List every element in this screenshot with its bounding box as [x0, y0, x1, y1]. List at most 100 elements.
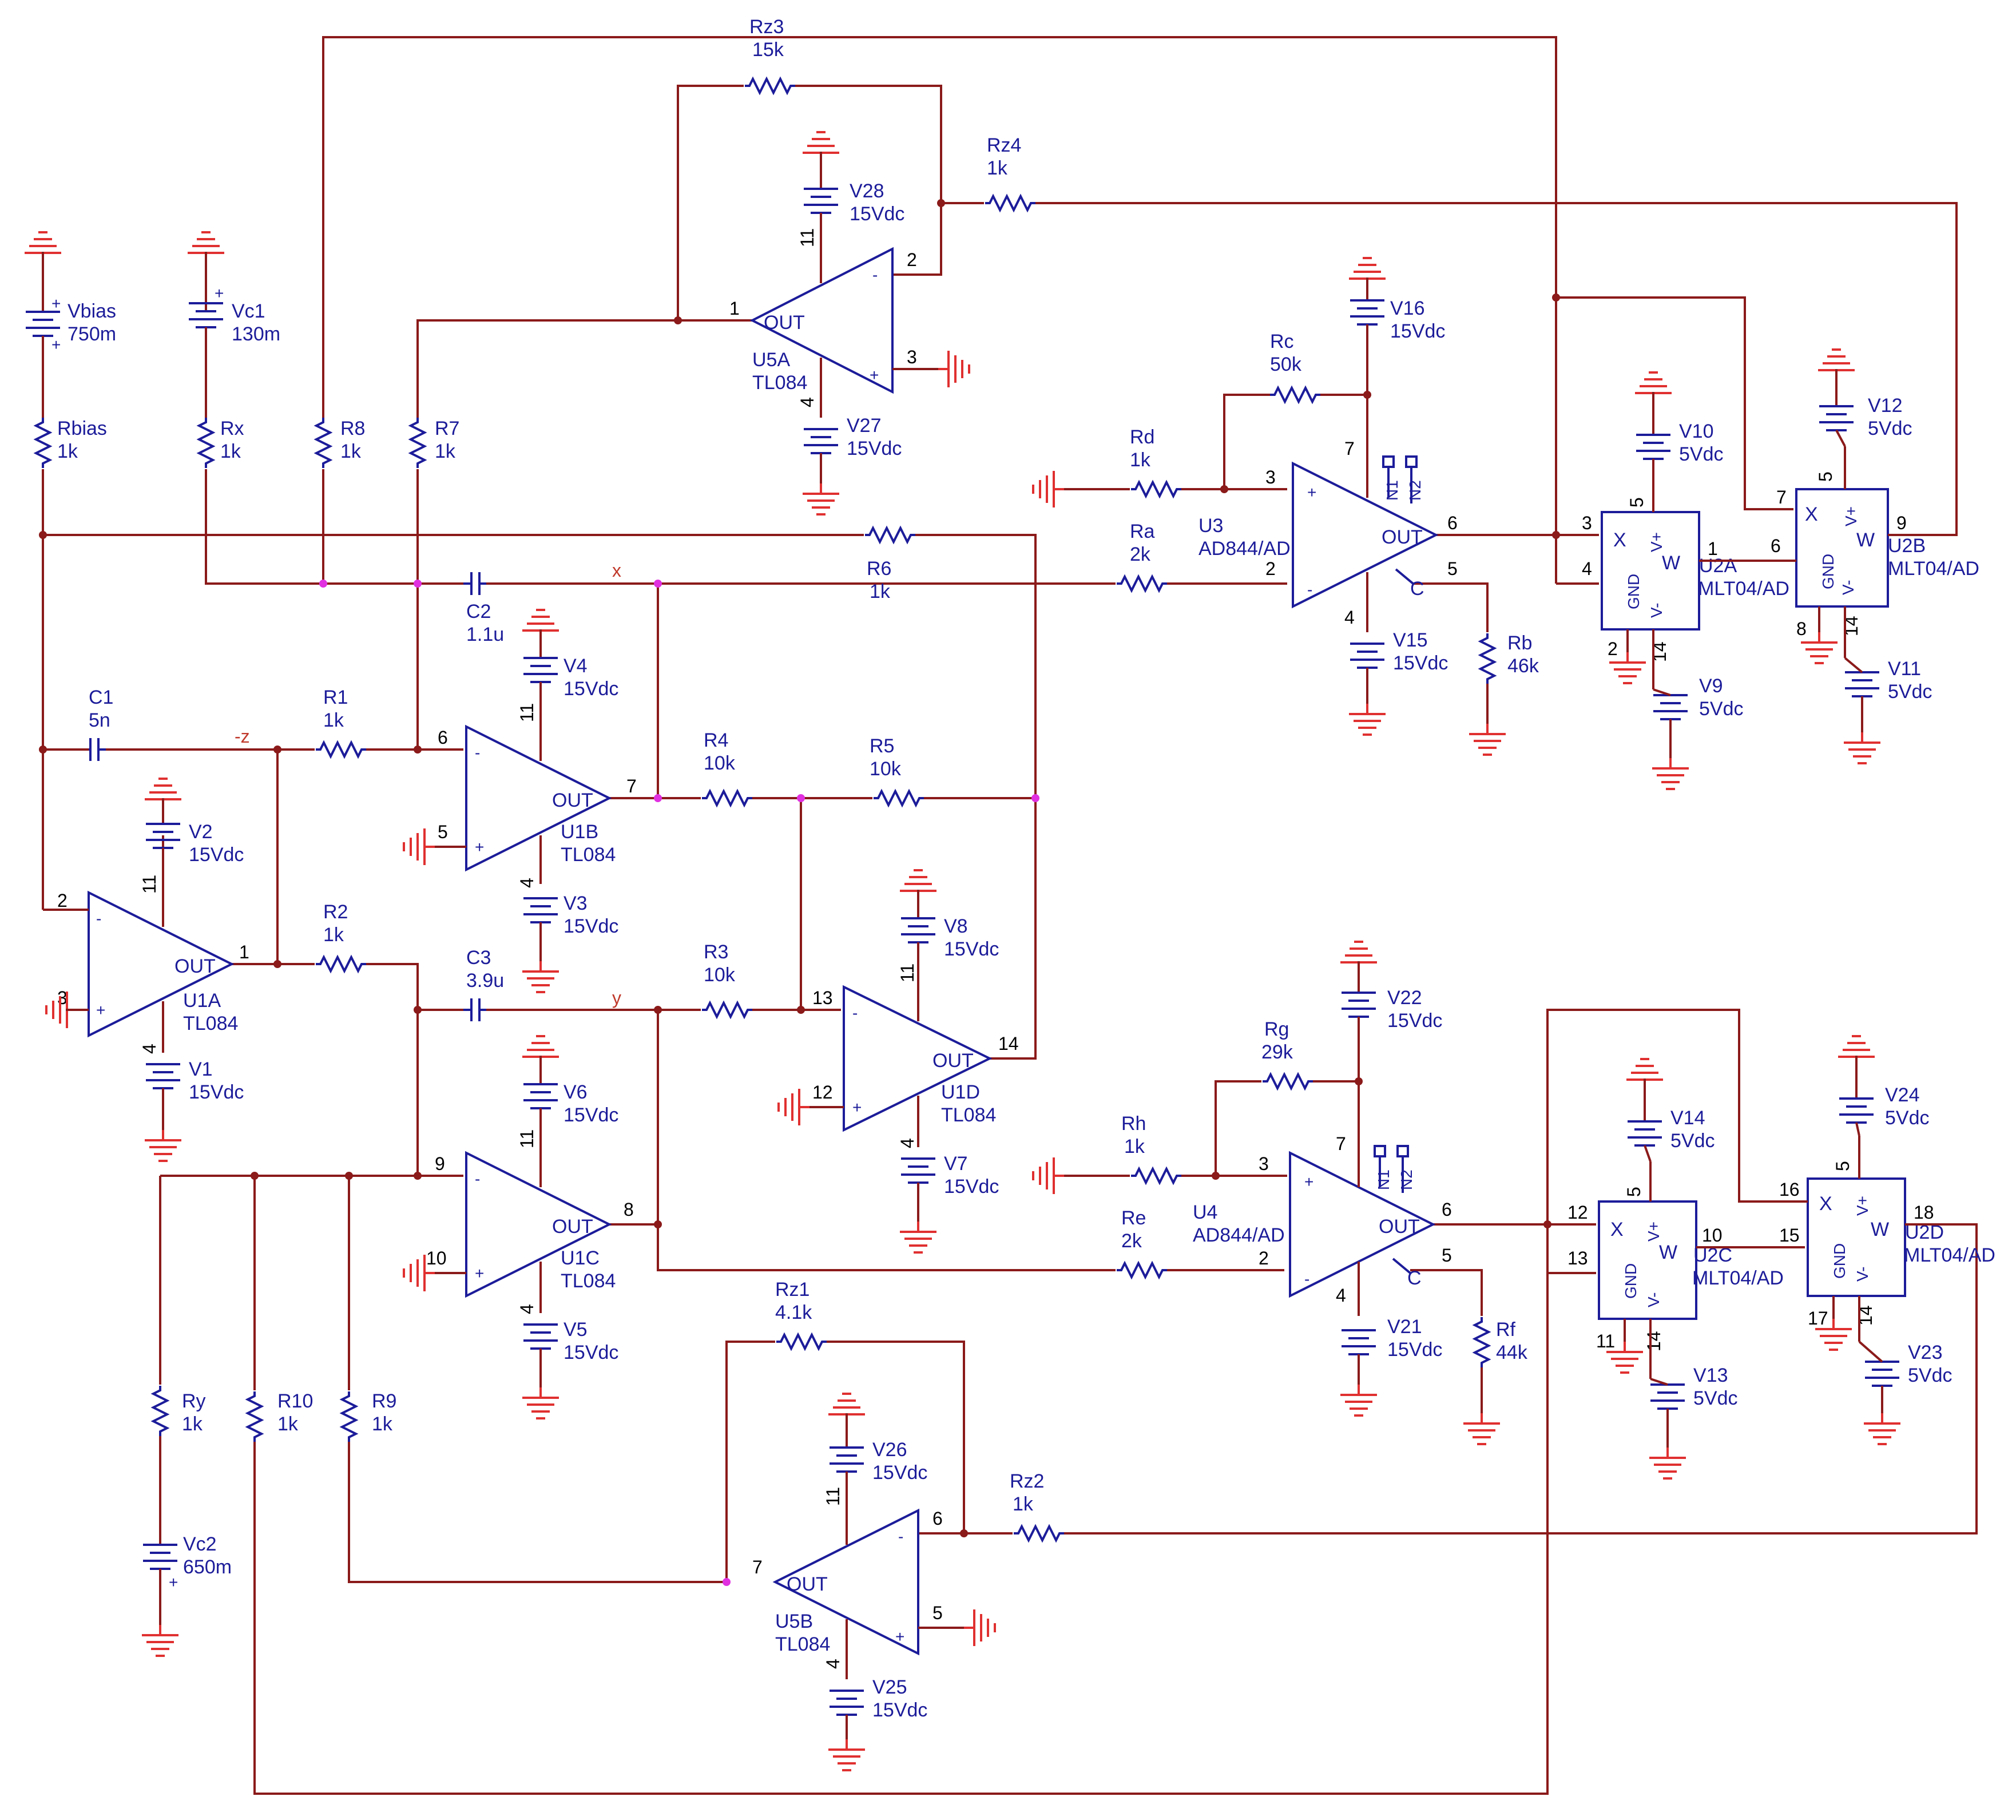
source-v13[interactable]: V13 5Vdc: [1648, 1365, 1738, 1480]
source-vc2[interactable]: + Vc2 650m: [141, 1533, 232, 1657]
resistor-r4[interactable]: R4 10k: [701, 729, 753, 806]
resistor-ry[interactable]: Ry 1k: [152, 1385, 206, 1437]
source-v7[interactable]: V7 15Vdc: [899, 1153, 999, 1254]
resistor-rb[interactable]: Rb 46k: [1479, 632, 1539, 685]
source-v16[interactable]: V16 15Vdc: [1348, 257, 1445, 395]
resistor-r8-value: 1k: [340, 441, 362, 462]
source-v24[interactable]: V24 5Vdc: [1837, 1035, 1930, 1136]
source-v23-value: 5Vdc: [1908, 1365, 1952, 1386]
resistor-r5[interactable]: R5 10k: [870, 735, 925, 806]
resistor-r7-value: 1k: [435, 441, 456, 462]
svg-text:-: -: [475, 1170, 480, 1188]
resistor-r2[interactable]: R2 1k: [315, 901, 367, 972]
svg-text:+: +: [96, 1001, 105, 1019]
svg-text:18: 18: [1914, 1202, 1934, 1223]
resistor-rd[interactable]: Rd 1k: [1130, 426, 1182, 497]
source-vc1[interactable]: + Vc1 130m: [186, 231, 280, 418]
svg-text:X: X: [1613, 529, 1626, 551]
resistor-r9[interactable]: R9 1k: [341, 1390, 396, 1443]
capacitor-c2[interactable]: C2 1.1u: [463, 572, 504, 645]
source-v8-value: 15Vdc: [944, 938, 999, 960]
source-v27[interactable]: V27 15Vdc: [801, 415, 902, 516]
source-v1[interactable]: V1 15Vdc: [144, 1058, 244, 1162]
resistor-r2-name: R2: [323, 901, 348, 923]
svg-text:W: W: [1871, 1219, 1889, 1240]
source-v26[interactable]: V26 15Vdc: [827, 1393, 927, 1484]
opamp-u1c-out: OUT: [552, 1216, 593, 1238]
source-v6-name: V6: [563, 1081, 588, 1103]
source-v14[interactable]: V14 5Vdc: [1625, 1058, 1715, 1162]
multiplier-u2c[interactable]: X W V+ V- GND U2C MLT04/AD 12 13 10 5 14…: [1567, 1161, 1784, 1379]
capacitor-c1[interactable]: C1 5n: [89, 687, 113, 761]
capacitor-c3-name: C3: [466, 947, 491, 969]
source-v23[interactable]: V23 5Vdc: [1858, 1341, 1952, 1445]
source-v10[interactable]: V10 5Vdc: [1634, 371, 1724, 469]
opamp-u4[interactable]: + - OUT C U4 AD844/AD 3 2 6 5 7 4 N1 N2: [1032, 1133, 1501, 1445]
resistor-r5-value: 10k: [870, 758, 902, 780]
source-v11[interactable]: V11 5Vdc: [1843, 657, 1932, 764]
source-v28[interactable]: V28 15Vdc: [801, 131, 904, 225]
source-v5[interactable]: V5 15Vdc: [521, 1319, 618, 1419]
opamp-u1d[interactable]: - + OUT U1D TL084 13 12 14 11 4: [777, 953, 1019, 1148]
svg-text:+: +: [51, 295, 61, 312]
resistor-r8[interactable]: R8 1k: [315, 417, 365, 469]
opamp-u1a[interactable]: - + OUT U1A TL084 2 3 1 11 4: [45, 835, 249, 1054]
source-v9[interactable]: V9 5Vdc: [1651, 675, 1744, 790]
svg-text:7: 7: [1344, 438, 1355, 459]
source-v3[interactable]: V3 15Vdc: [521, 893, 618, 993]
source-v1-value: 15Vdc: [189, 1081, 244, 1103]
opamp-u1c[interactable]: - + OUT U1C TL084 9 10 8 11 4: [403, 1119, 634, 1314]
svg-text:4: 4: [517, 1304, 537, 1314]
source-v22[interactable]: V22 15Vdc: [1339, 941, 1442, 1081]
source-v15[interactable]: V15 15Vdc: [1348, 629, 1448, 736]
resistor-re[interactable]: Re 2k: [1116, 1207, 1168, 1278]
multiplier-u2d[interactable]: X W V+ V- GND U2D MLT04/AD 16 15 18 5 14…: [1779, 1136, 1995, 1351]
opamp-u5a[interactable]: - + OUT U5A TL084 2 3 1 11 4: [729, 217, 970, 418]
resistor-rx[interactable]: Rx 1k: [198, 417, 244, 469]
resistor-r10[interactable]: R10 1k: [247, 1390, 313, 1443]
resistor-r6[interactable]: R6 1k: [864, 527, 916, 602]
resistor-rg[interactable]: Rg 29k: [1261, 1018, 1314, 1089]
resistor-rbias[interactable]: Rbias 1k: [35, 417, 107, 469]
opamp-u3[interactable]: + - OUT C U3 AD844/AD 3 2 6 5 7 4 N1 N2: [1032, 438, 1507, 756]
resistor-r1-value: 1k: [323, 709, 344, 731]
svg-text:+: +: [870, 366, 879, 384]
resistor-rz2[interactable]: Rz2 1k: [1010, 1470, 1065, 1541]
svg-text:4: 4: [517, 878, 537, 888]
resistor-rz4[interactable]: Rz4 1k: [984, 134, 1037, 211]
multiplier-u2b[interactable]: X W V+ V- GND U2B MLT04/AD 7 6 9 5 14 8: [1771, 446, 1979, 664]
source-v12[interactable]: V12 5Vdc: [1817, 348, 1912, 447]
resistor-rz3[interactable]: Rz3 15k: [744, 16, 796, 94]
multiplier-u2a[interactable]: X W V+ V- GND U2A MLT04/AD 3 4 1 5 14 2: [1582, 469, 1789, 689]
resistor-rf[interactable]: Rf 44k: [1474, 1316, 1528, 1369]
source-v4[interactable]: V4 15Vdc: [521, 609, 618, 700]
opamp-u1b[interactable]: - + OUT U1B TL084 6 5 7 11 4: [403, 692, 637, 888]
opamp-u3-c: C: [1410, 578, 1424, 600]
source-v21[interactable]: V21 15Vdc: [1339, 1316, 1442, 1417]
svg-text:7: 7: [752, 1557, 763, 1577]
source-v8[interactable]: V8 15Vdc: [899, 869, 999, 960]
resistor-ra[interactable]: Ra 2k: [1116, 521, 1168, 592]
resistor-r7[interactable]: R7 1k: [410, 417, 459, 469]
resistor-rz1-value: 4.1k: [775, 1302, 812, 1323]
resistor-rc[interactable]: Rc 50k: [1269, 331, 1321, 403]
source-v25[interactable]: V25 15Vdc: [827, 1676, 927, 1771]
svg-text:16: 16: [1779, 1179, 1800, 1200]
source-v2[interactable]: V2 15Vdc: [144, 778, 244, 866]
svg-text:4: 4: [1344, 607, 1355, 628]
resistor-r3[interactable]: R3 10k: [701, 941, 753, 1018]
resistor-ry-name: Ry: [182, 1390, 206, 1412]
resistor-rh[interactable]: Rh 1k: [1121, 1113, 1182, 1184]
capacitor-c3[interactable]: C3 3.9u: [463, 947, 504, 1021]
resistor-r1[interactable]: R1 1k: [315, 687, 367, 758]
svg-text:11: 11: [897, 963, 918, 982]
svg-text:13: 13: [1567, 1248, 1588, 1268]
svg-text:5: 5: [932, 1603, 943, 1623]
resistor-rz1[interactable]: Rz1 4.1k: [775, 1279, 828, 1350]
source-vbias[interactable]: + + Vbias 750m: [23, 231, 116, 354]
source-v6[interactable]: V6 15Vdc: [521, 1035, 618, 1126]
multiplier-u2b-part: MLT04/AD: [1888, 558, 1979, 580]
resistor-ra-value: 2k: [1130, 544, 1151, 565]
opamp-u5b[interactable]: - + OUT U5B TL084 6 5 7 11 4: [752, 1479, 996, 1679]
source-v12-name: V12: [1868, 395, 1903, 417]
